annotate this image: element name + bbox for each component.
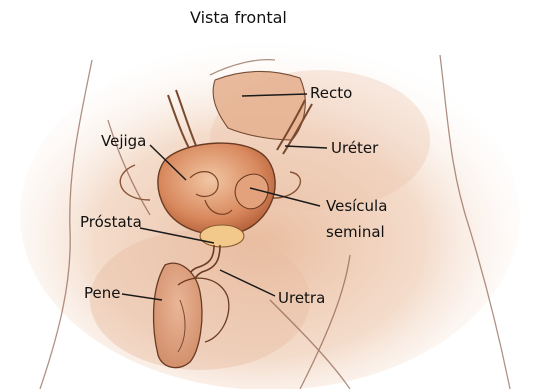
prostate <box>200 225 244 247</box>
label-vesicula-line2: seminal <box>326 224 385 241</box>
label-vesicula-line1: Vesícula <box>326 198 387 215</box>
label-pene: Pene <box>84 285 120 302</box>
label-uretra: Uretra <box>278 290 325 307</box>
label-prostata: Próstata <box>80 214 142 231</box>
label-ureter: Uréter <box>331 140 378 157</box>
label-vejiga: Vejiga <box>101 133 146 150</box>
figure-title: Vista frontal <box>190 8 287 27</box>
label-recto: Recto <box>310 85 352 102</box>
